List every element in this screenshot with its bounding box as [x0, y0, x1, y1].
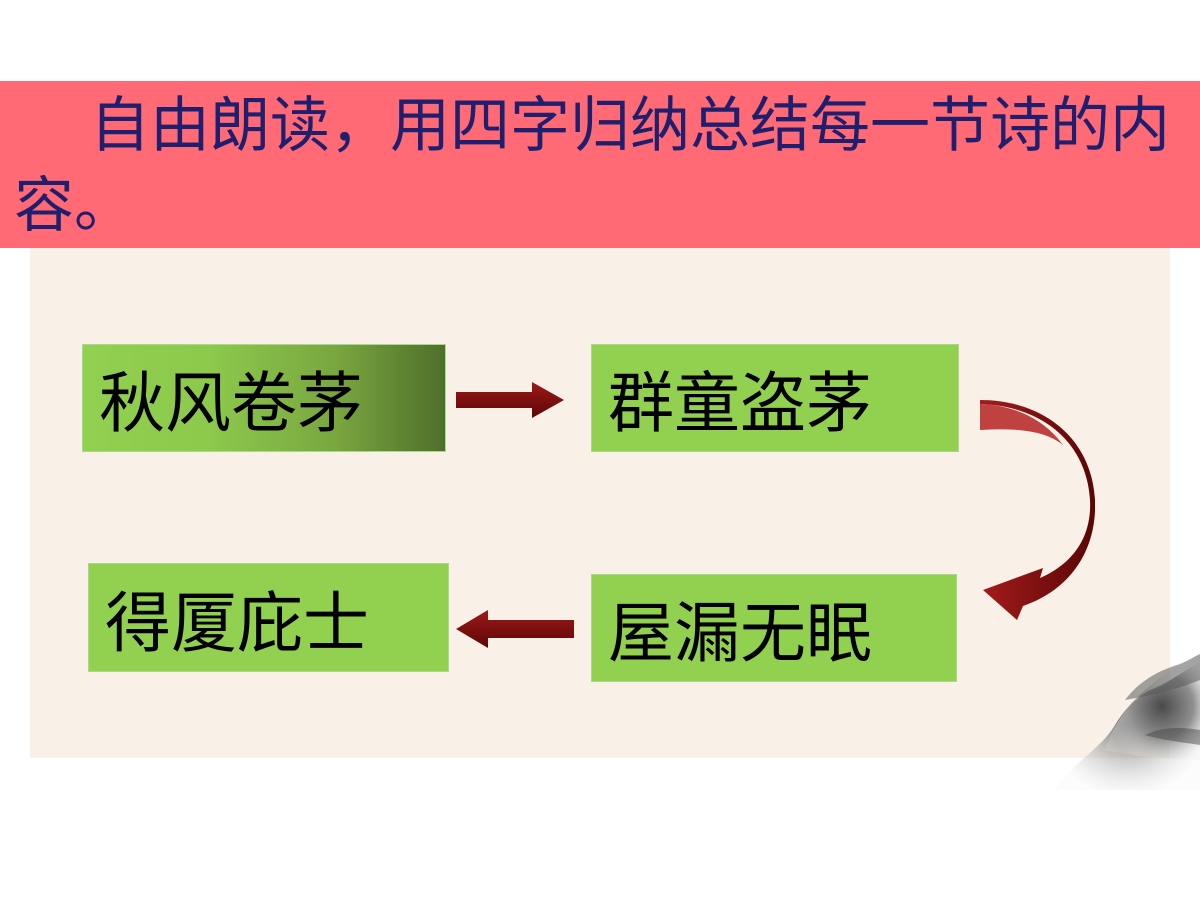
- flow-box-4: 得厦庇士: [88, 563, 449, 672]
- arrow-right-icon: [456, 382, 564, 418]
- arrow-curved-down-icon: [980, 400, 1095, 620]
- arrow-left-icon: [456, 610, 574, 648]
- slide-title: 自由朗读，用四字归纳总结每一节诗的内容。: [14, 91, 1170, 241]
- title-band: [0, 81, 1200, 248]
- flow-box-1: 秋风卷茅: [82, 344, 446, 452]
- ink-mountain-illustration: [1055, 654, 1200, 790]
- flow-box-2: 群童盗茅: [591, 344, 959, 452]
- flow-box-3: 屋漏无眠: [591, 574, 957, 682]
